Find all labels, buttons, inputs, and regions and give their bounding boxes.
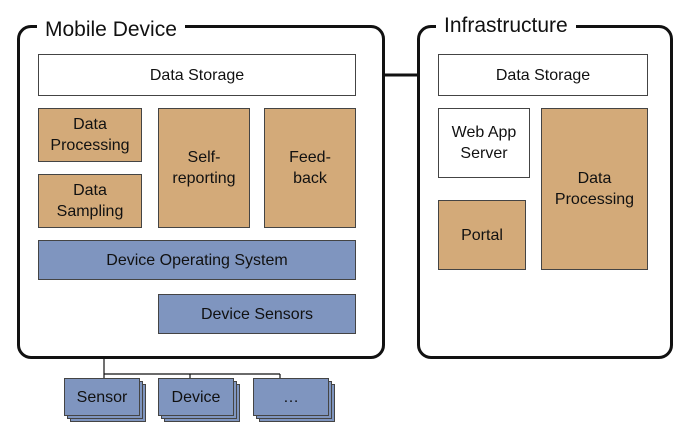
mobile-data-processing-label: Data Processing [50, 116, 130, 154]
infra-data-storage: Data Storage [438, 54, 648, 96]
device-sensors-label: Device Sensors [200, 305, 314, 323]
infra-data-processing-label: Data Processing [554, 170, 635, 208]
web-app-server-label: Web App Server [451, 124, 517, 162]
infrastructure-title: Infrastructure [436, 14, 576, 38]
portal-label: Portal [461, 226, 503, 244]
portal-box: Portal [438, 200, 526, 270]
mobile-data-processing: Data Processing [38, 108, 142, 162]
device-operating-system: Device Operating System [38, 240, 356, 280]
mobile-data-storage-label: Data Storage [149, 66, 245, 84]
feedback-label: Feed- back [289, 149, 331, 187]
mobile-data-sampling: Data Sampling [38, 174, 142, 228]
web-app-server: Web App Server [438, 108, 530, 178]
self-reporting-label: Self- reporting [172, 149, 236, 187]
infra-data-processing: Data Processing [541, 108, 648, 270]
external-more-label: … [283, 388, 299, 406]
mobile-data-sampling-label: Data Sampling [56, 182, 124, 220]
mobile-device-title: Mobile Device [37, 18, 185, 42]
feedback-box: Feed- back [264, 108, 356, 228]
external-sensor-label: Sensor [76, 388, 128, 406]
external-device: Device [158, 378, 234, 416]
device-os-label: Device Operating System [106, 251, 288, 269]
external-sensor: Sensor [64, 378, 140, 416]
self-reporting-box: Self- reporting [158, 108, 250, 228]
external-more: … [253, 378, 329, 416]
infra-data-storage-label: Data Storage [495, 66, 591, 84]
external-device-label: Device [171, 388, 221, 406]
device-sensors: Device Sensors [158, 294, 356, 334]
mobile-data-storage: Data Storage [38, 54, 356, 96]
